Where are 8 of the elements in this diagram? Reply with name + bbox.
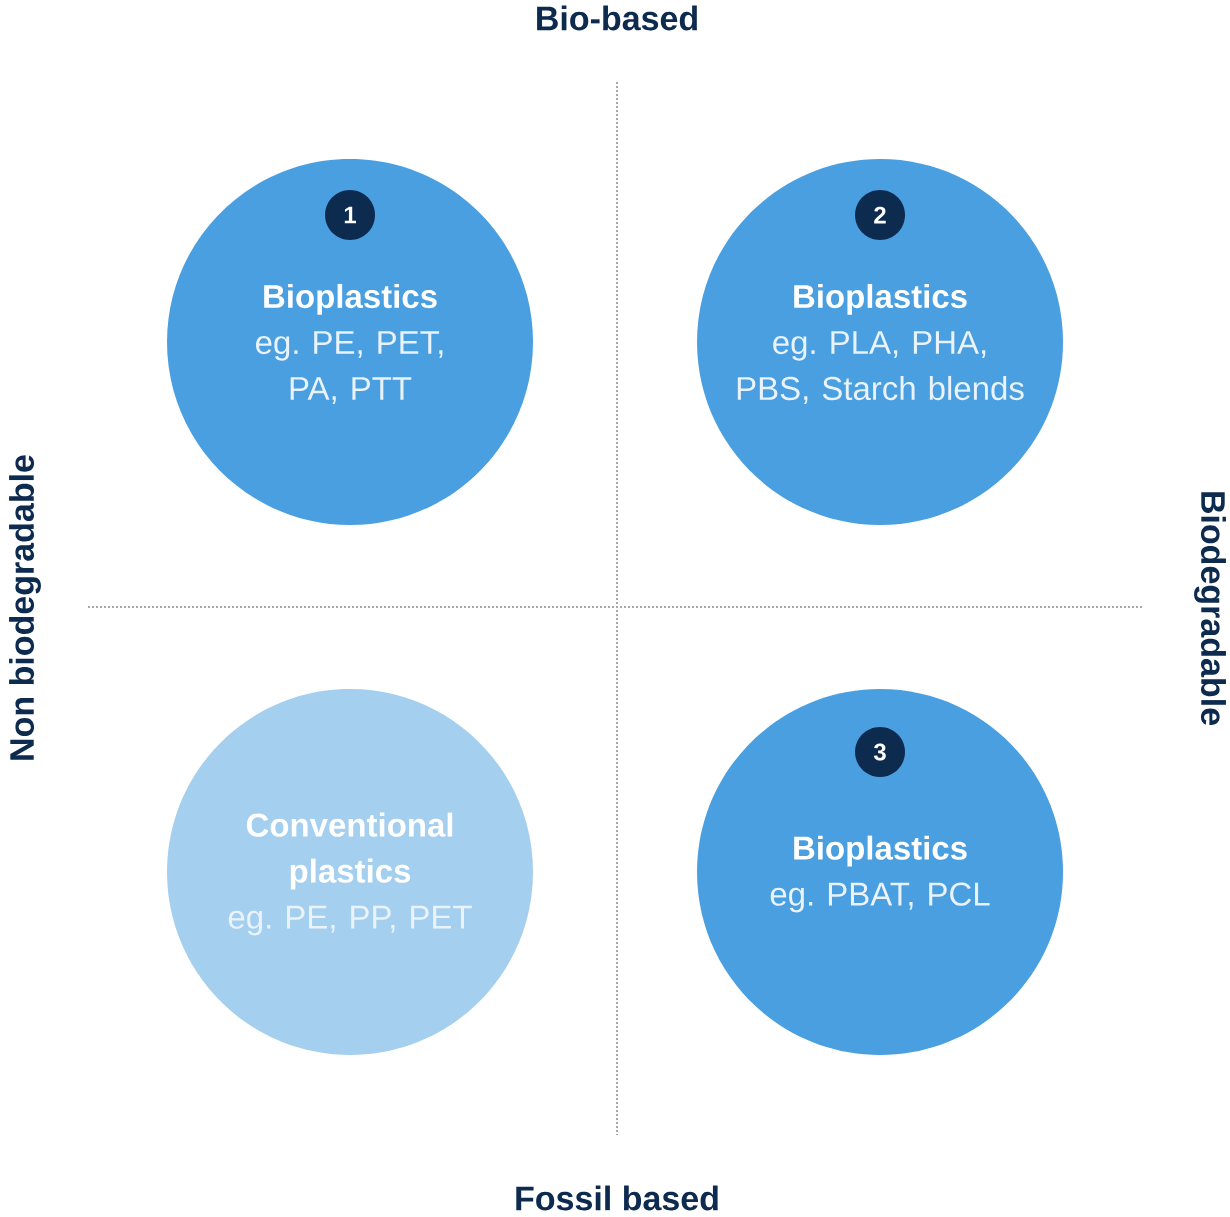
axis-label: Bio-based	[537, 5, 697, 31]
circle-node: Conventional plastics eg. PE, PP, PET	[167, 689, 533, 1055]
axis-label: Fossil based	[516, 1185, 718, 1211]
axis-label: Non biodegradable	[9, 455, 41, 760]
number-badge: 2	[855, 190, 905, 240]
number-badge: 3	[855, 727, 905, 777]
number-badge: 1	[325, 190, 375, 240]
axis-label: Biodegradable	[1194, 492, 1226, 725]
